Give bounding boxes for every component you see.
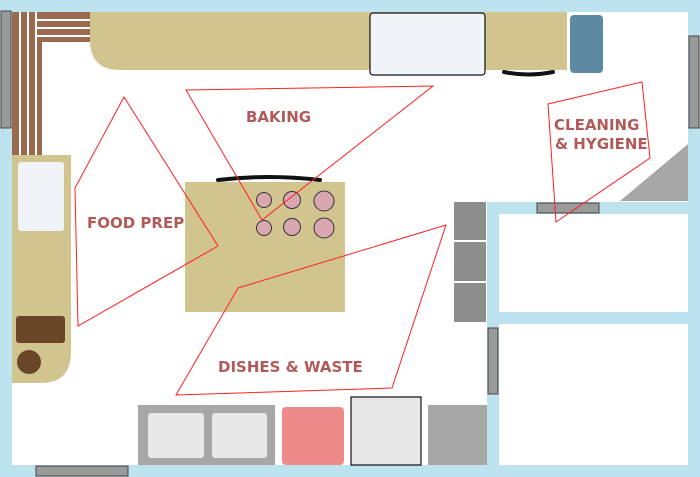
zone-label-dishes-waste: DISHES & WASTE	[218, 358, 363, 376]
zone-label-baking: BAKING	[246, 108, 311, 126]
round-bin	[17, 350, 41, 374]
sink-basin-left	[148, 413, 204, 458]
left-prep-sink	[18, 162, 64, 231]
waste-bin	[282, 407, 344, 465]
burner	[313, 190, 335, 212]
door-right-top	[688, 35, 700, 129]
doors	[0, 10, 700, 477]
tall-cabinet-stack	[454, 202, 486, 322]
top-sink-unit	[369, 12, 486, 76]
door-bottom	[35, 465, 129, 477]
door-left-top	[0, 10, 12, 129]
burner	[283, 191, 301, 209]
inner-wall-middle	[487, 312, 700, 324]
zone-outlines	[74, 81, 651, 396]
cooktop-burners	[256, 190, 335, 239]
burner	[256, 220, 272, 236]
top-counter	[90, 12, 567, 70]
burner	[313, 217, 335, 239]
dishes-waste-outline	[175, 224, 447, 396]
zone-label-food-prep: FOOD PREP	[87, 214, 184, 232]
zone-label-hygiene: & HYGIENE	[555, 135, 648, 153]
door-inner-top	[536, 202, 600, 214]
inner-walls	[487, 202, 700, 477]
corner-cabinet	[620, 144, 688, 201]
burner	[283, 218, 301, 236]
sink-basin-right	[212, 413, 267, 458]
cabinet-unit	[454, 202, 486, 240]
blue-bin	[570, 15, 603, 73]
cutting-board	[16, 316, 65, 343]
wooden-shelving	[12, 12, 90, 155]
dishwasher	[350, 396, 422, 466]
door-inner-side	[487, 327, 499, 395]
oven-handle	[216, 175, 322, 182]
baking-outline	[185, 85, 435, 221]
burner	[256, 192, 272, 208]
cleaning-outline	[547, 81, 651, 223]
wall-bottom	[0, 465, 700, 477]
zone-label-cleaning: CLEANING	[554, 116, 639, 134]
cabinet-unit	[454, 283, 486, 322]
dishwasher-handle	[502, 70, 555, 77]
drying-rack	[428, 405, 487, 465]
wall-top	[0, 0, 700, 12]
food-prep-outline	[74, 96, 219, 327]
cabinet-unit	[454, 242, 486, 281]
